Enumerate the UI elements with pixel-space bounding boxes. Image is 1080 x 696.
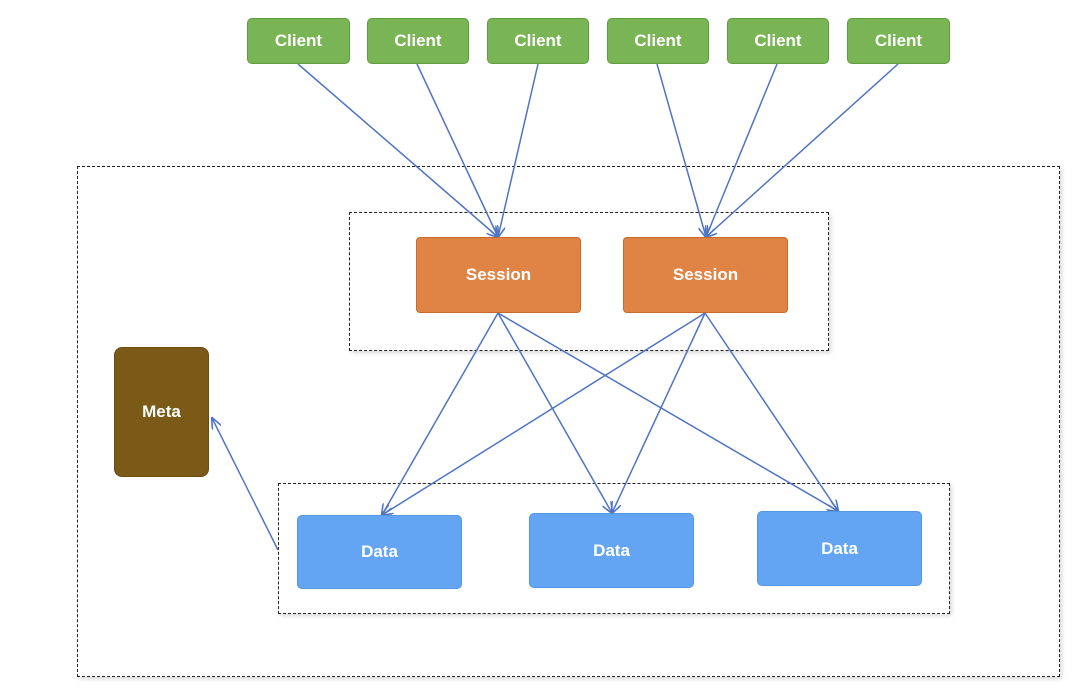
edge-client-3-to-session-1 [656,63,706,237]
cluster-group [77,166,1060,677]
edge-client-2-to-session-0 [498,63,539,237]
data-group [278,483,950,614]
edge-session-0-to-data-2 [497,312,838,511]
session-node-2: Session [623,237,788,313]
edge-session-0-to-data-1 [497,312,612,513]
meta-node: Meta [114,347,209,477]
edge-session-1-to-data-0 [382,312,706,515]
client-label: Client [394,31,442,50]
data-node-3: Data [757,511,922,586]
session-label: Session [672,265,739,284]
session-group [349,212,829,351]
edge-client-1-to-session-0 [416,63,498,237]
data-label: Data [821,538,858,558]
client-label: Client [754,31,802,50]
data-label: Data [361,542,398,561]
client-node-1: Client [247,18,350,64]
client-label: Client [274,31,323,50]
client-node-6: Client [847,18,950,64]
edge-client-0-to-session-0 [297,63,498,237]
client-node-2: Client [367,18,469,64]
edge-session-0-to-data-0 [382,312,499,515]
client-label: Client [874,31,923,50]
data-label: Data [593,540,630,560]
edge-session-1-to-data-2 [704,312,838,511]
edge-client-5-to-session-1 [706,63,899,237]
client-node-4: Client [607,18,709,64]
client-node-5: Client [727,18,829,64]
client-label: Client [514,31,562,50]
data-node-2: Data [529,513,694,588]
client-node-3: Client [487,18,589,64]
edge-client-4-to-session-1 [706,63,778,237]
edge-session-1-to-data-1 [612,312,706,513]
data-node-1: Data [297,515,462,589]
session-label: Session [465,265,532,284]
session-node-1: Session [416,237,581,313]
edge-data-group-to-meta [212,418,279,551]
meta-label: Meta [142,402,181,421]
client-label: Client [634,31,682,50]
